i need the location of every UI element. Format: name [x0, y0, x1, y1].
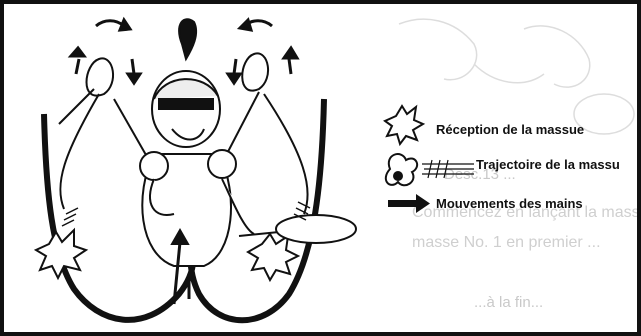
- background-sketch: [399, 19, 634, 134]
- arrow-right-icon: [388, 194, 430, 213]
- visor: [159, 99, 213, 109]
- legend-label-trajectory: Trajectoire de la massu: [476, 157, 620, 172]
- club-trajectory-icon: [386, 154, 474, 185]
- starburst-icon: [385, 106, 423, 144]
- legend-label-hand-movements: Mouvements des mains: [436, 196, 583, 211]
- right-top-loop: [242, 53, 268, 90]
- left-catch-starburst: [36, 230, 86, 278]
- legend-label-reception: Réception de la massue: [436, 122, 584, 137]
- left-top-loop: [87, 58, 114, 95]
- right-catch-starburst: [248, 234, 298, 280]
- club-body: [276, 215, 356, 243]
- club-held: [239, 215, 356, 243]
